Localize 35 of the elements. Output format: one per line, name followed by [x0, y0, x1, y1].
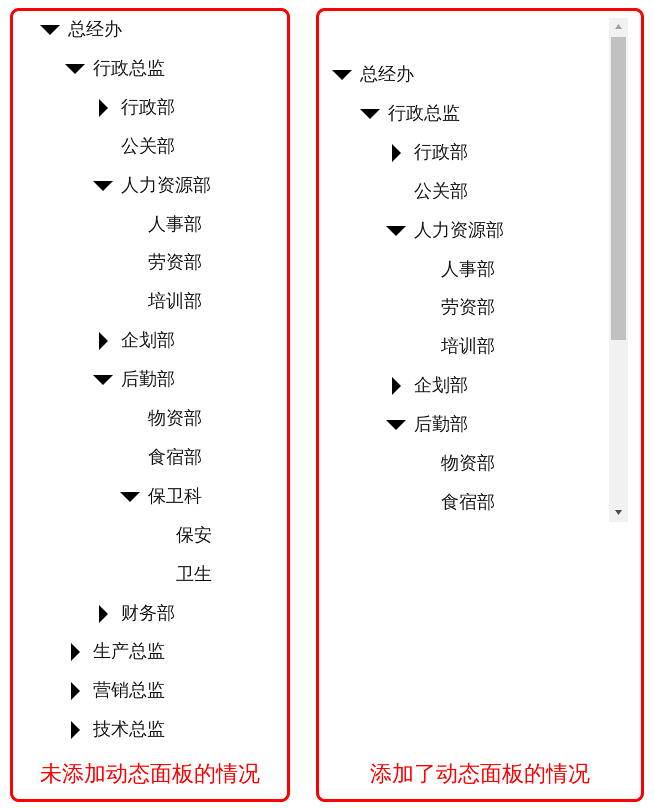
panel-frame: [316, 8, 644, 802]
tree-item-text: 财务部: [121, 602, 175, 624]
tree-item-text: 物资部: [148, 408, 202, 430]
caption-text: 未添加动态面板的情况: [39, 761, 261, 789]
tree-item-text: 培训部: [148, 291, 202, 314]
tree-item-text: 后勤部: [414, 414, 468, 436]
tree-item-text: 行政部: [414, 142, 468, 164]
tree-item-text: 劳资部: [148, 252, 202, 274]
tree-item-text: 行政总监: [388, 102, 460, 125]
tree-item-text: 公关部: [414, 180, 468, 203]
tree-item-text: 食宿部: [441, 492, 495, 514]
tree-item-text: 后勤部: [121, 369, 175, 392]
tree-item-text: 人事部: [148, 214, 202, 236]
tree-item-text: 生产总监: [93, 641, 165, 664]
tree-item-text: 企划部: [121, 330, 175, 352]
tree-item-text: 总经办: [360, 64, 414, 86]
tree-item-text: 人事部: [441, 258, 495, 280]
tree-item-text: 食宿部: [148, 446, 202, 469]
tree-item-text: 技术总监: [93, 719, 165, 742]
tree-item-text: 人力资源部: [414, 220, 504, 242]
panel-frame: [10, 8, 290, 802]
tree-item-text: 营销总监: [93, 680, 165, 702]
tree-item-text: 保卫科: [148, 486, 202, 508]
tree-item-text: 人力资源部: [121, 174, 211, 197]
tree-item-text: 培训部: [441, 336, 495, 358]
caption-text: 添加了动态面板的情况: [369, 761, 591, 789]
tree-item-text: 企划部: [414, 375, 468, 398]
tree-item-text: 公关部: [121, 136, 175, 158]
tree-item-text: 劳资部: [441, 297, 495, 320]
tree-item-text: 卫生: [176, 564, 212, 586]
tree-item-text: 保安: [176, 524, 212, 547]
tree-item-text: 物资部: [441, 453, 495, 475]
tree-item-text: 行政总监: [93, 58, 165, 80]
tree-item-text: 总经办: [68, 19, 122, 41]
tree-item-text: 行政部: [121, 96, 175, 119]
